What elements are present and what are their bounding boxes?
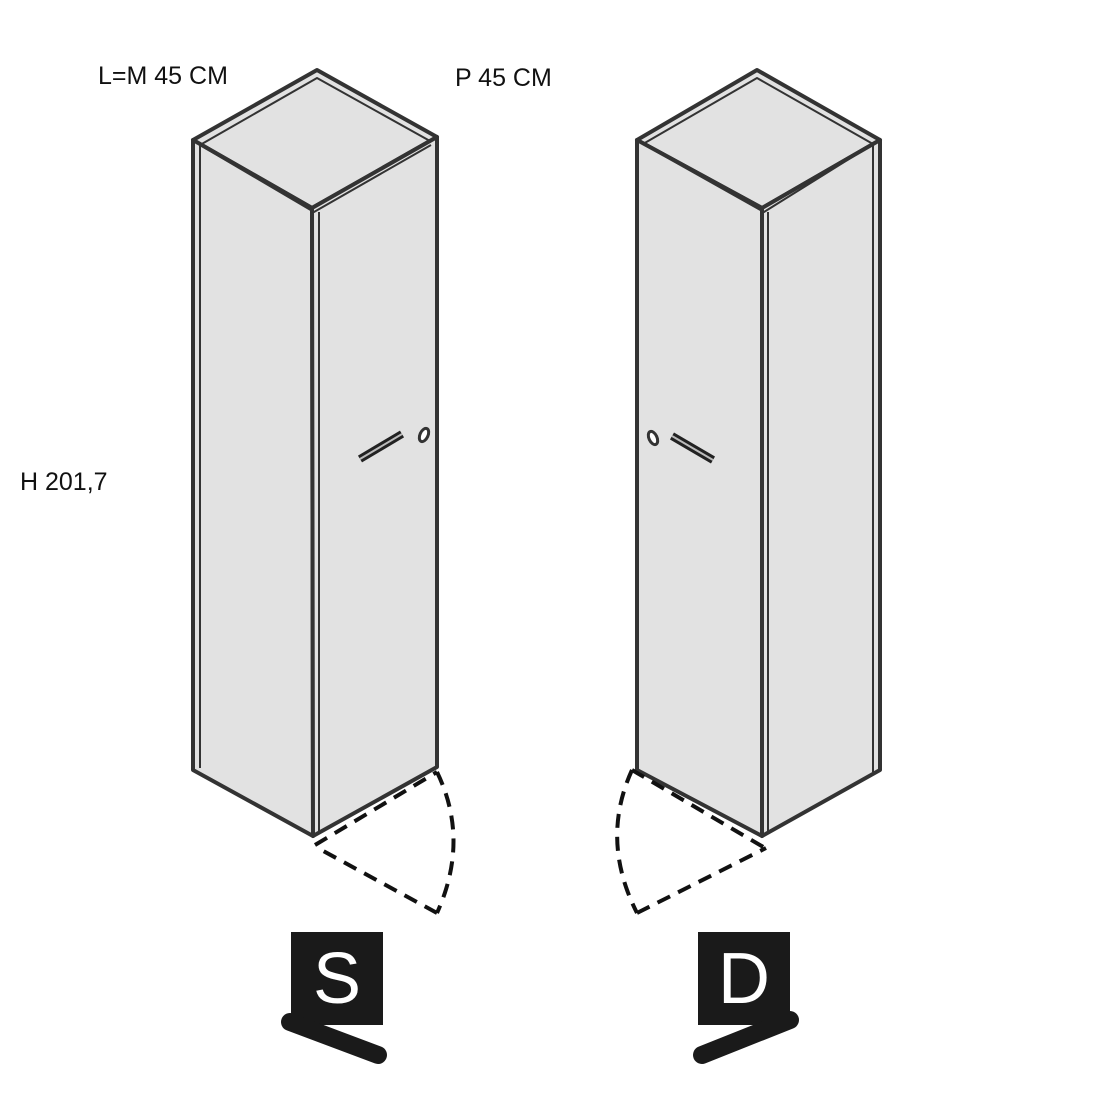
width-label: L=M 45 CM bbox=[98, 62, 228, 90]
lock-icon bbox=[417, 426, 431, 444]
door-swing-arc bbox=[313, 770, 456, 915]
cabinet-right-hinged bbox=[615, 68, 882, 915]
depth-label: P 45 CM bbox=[455, 64, 552, 92]
cabinet-door bbox=[635, 138, 764, 838]
cabinet-door bbox=[310, 135, 439, 838]
badge-letter: D bbox=[718, 939, 770, 1019]
lock-icon bbox=[646, 429, 660, 447]
cabinet-left-hinged bbox=[191, 68, 456, 915]
handle-symbol bbox=[281, 1013, 387, 1064]
badge-right: D bbox=[693, 932, 799, 1064]
cabinet-side bbox=[191, 138, 315, 838]
cabinet-side bbox=[760, 138, 882, 838]
door-swing-arc bbox=[615, 768, 767, 915]
badge-letter: S bbox=[313, 939, 361, 1019]
height-label: H 201,7 bbox=[20, 468, 108, 496]
badge-left: S bbox=[281, 932, 387, 1064]
handle-symbol bbox=[693, 1011, 799, 1064]
